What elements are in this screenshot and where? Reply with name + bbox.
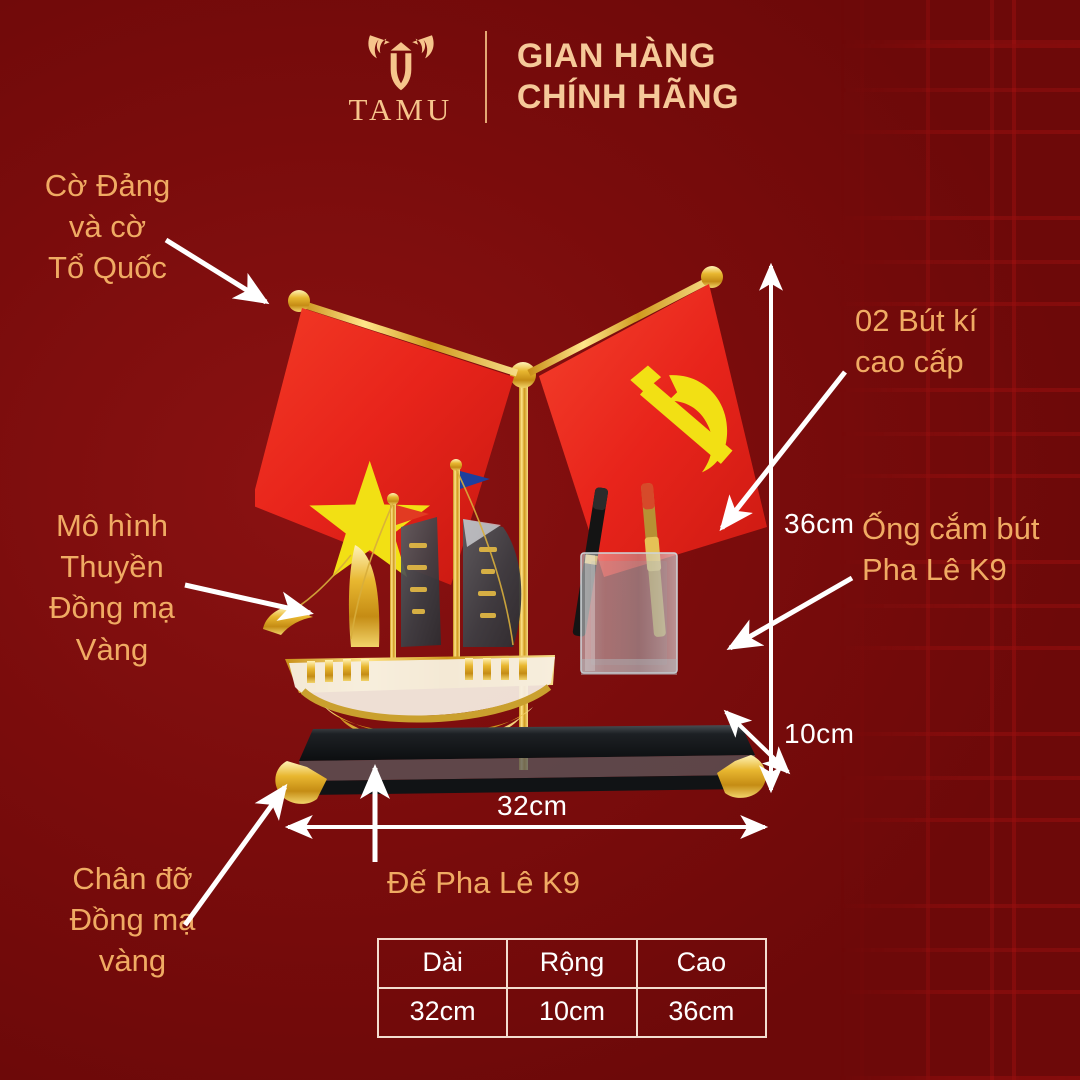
dimension-height-label: 36cm bbox=[784, 508, 855, 539]
table-row-headers: Dài Rộng Cao bbox=[376, 938, 768, 989]
brand-line-1: GIAN HÀNG bbox=[516, 36, 716, 75]
annotation-base: Đế Pha Lê K9 bbox=[387, 865, 581, 900]
background-pattern bbox=[840, 0, 1080, 1080]
spec-value-height: 36cm bbox=[635, 987, 768, 1038]
annotation-flags: Cờ Đảng và cờ Tổ Quốc bbox=[44, 168, 171, 286]
ship-pennant-blue bbox=[460, 471, 490, 489]
spec-table: Dài Rộng Cao 32cm 10cm 36cm bbox=[376, 938, 768, 1038]
annotation-feet: Chân đỡ Đồng mạ vàng bbox=[69, 861, 196, 979]
annotation-ship: Mô hình Thuyền Đồng mạ Vàng bbox=[49, 508, 175, 667]
logo: TAMU bbox=[341, 30, 461, 125]
brand-text: GIAN HÀNG CHÍNH HÃNG bbox=[517, 36, 739, 119]
annotation-holder: Ống cắm bút Pha Lê K9 bbox=[862, 511, 1040, 588]
brand-header: TAMU GIAN HÀNG CHÍNH HÃNG bbox=[0, 22, 1080, 132]
crystal-pen-holder bbox=[572, 483, 678, 675]
spec-header-height: Cao bbox=[635, 938, 768, 989]
spec-value-width: 10cm bbox=[506, 987, 638, 1038]
flag-post bbox=[510, 362, 536, 770]
bull-head-icon bbox=[368, 34, 434, 90]
product-illustration bbox=[251, 266, 767, 804]
ship-pennant-red bbox=[396, 505, 429, 525]
dimension-width-label: 10cm bbox=[784, 718, 855, 749]
dimension-length-label: 32cm bbox=[497, 790, 568, 821]
gold-ship-model bbox=[263, 459, 555, 746]
table-row-values: 32cm 10cm 36cm bbox=[376, 987, 768, 1038]
hammer-sickle-icon bbox=[630, 365, 733, 473]
brand-line-2: CHÍNH HÃNG bbox=[516, 78, 740, 116]
crystal-base bbox=[275, 725, 766, 804]
header-divider bbox=[484, 31, 487, 123]
background-pattern-secondary bbox=[840, 0, 1080, 1080]
spec-value-length: 32cm bbox=[376, 987, 509, 1038]
product-photo bbox=[251, 255, 795, 815]
flag-star-icon bbox=[309, 460, 431, 578]
spec-header-length: Dài bbox=[376, 938, 509, 989]
spec-header-width: Rộng bbox=[506, 938, 638, 989]
annotation-pens: 02 Bút kí cao cấp bbox=[855, 303, 978, 380]
logo-wordmark: TAMU bbox=[348, 91, 454, 127]
vietnam-flag bbox=[251, 290, 519, 585]
